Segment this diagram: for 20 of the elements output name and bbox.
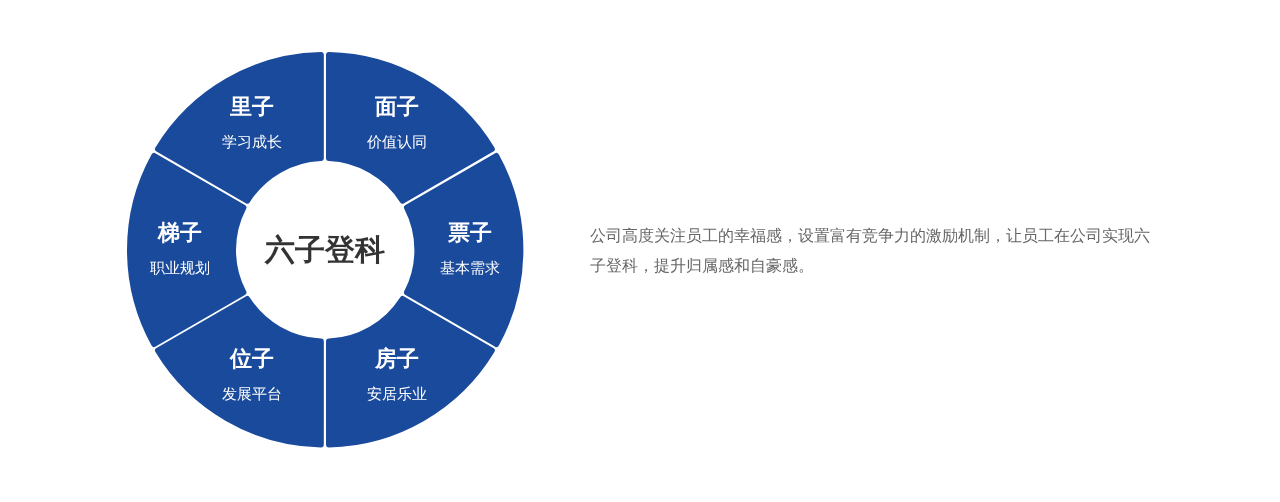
segment-title: 面子 bbox=[375, 93, 420, 122]
segment-title: 梯子 bbox=[158, 219, 202, 247]
ring-segment bbox=[326, 52, 495, 204]
ring-segment bbox=[155, 296, 324, 448]
ring-segment bbox=[326, 296, 495, 448]
segment-subtitle: 价值认同 bbox=[367, 132, 428, 152]
segment-subtitle: 学习成长 bbox=[222, 132, 283, 152]
segment-title: 位子 bbox=[230, 344, 275, 373]
segment-title: 里子 bbox=[230, 93, 275, 122]
segment-title: 房子 bbox=[375, 344, 420, 373]
segment-title: 票子 bbox=[448, 219, 492, 247]
description-paragraph: 公司高度关注员工的幸福感，设置富有竞争力的激励机制，让员工在公司实现六子登科，提升归属感和自豪感。 bbox=[590, 225, 1151, 277]
segment-subtitle: 职业规划 bbox=[150, 258, 210, 278]
ring-segment bbox=[127, 153, 247, 347]
segment-subtitle: 发展平台 bbox=[222, 384, 283, 404]
center-title: 六子登科 bbox=[265, 230, 385, 269]
segment-subtitle: 基本需求 bbox=[440, 258, 500, 278]
ring-segment bbox=[403, 153, 523, 347]
ring-segment bbox=[155, 52, 324, 204]
segment-subtitle: 安居乐业 bbox=[367, 384, 428, 404]
